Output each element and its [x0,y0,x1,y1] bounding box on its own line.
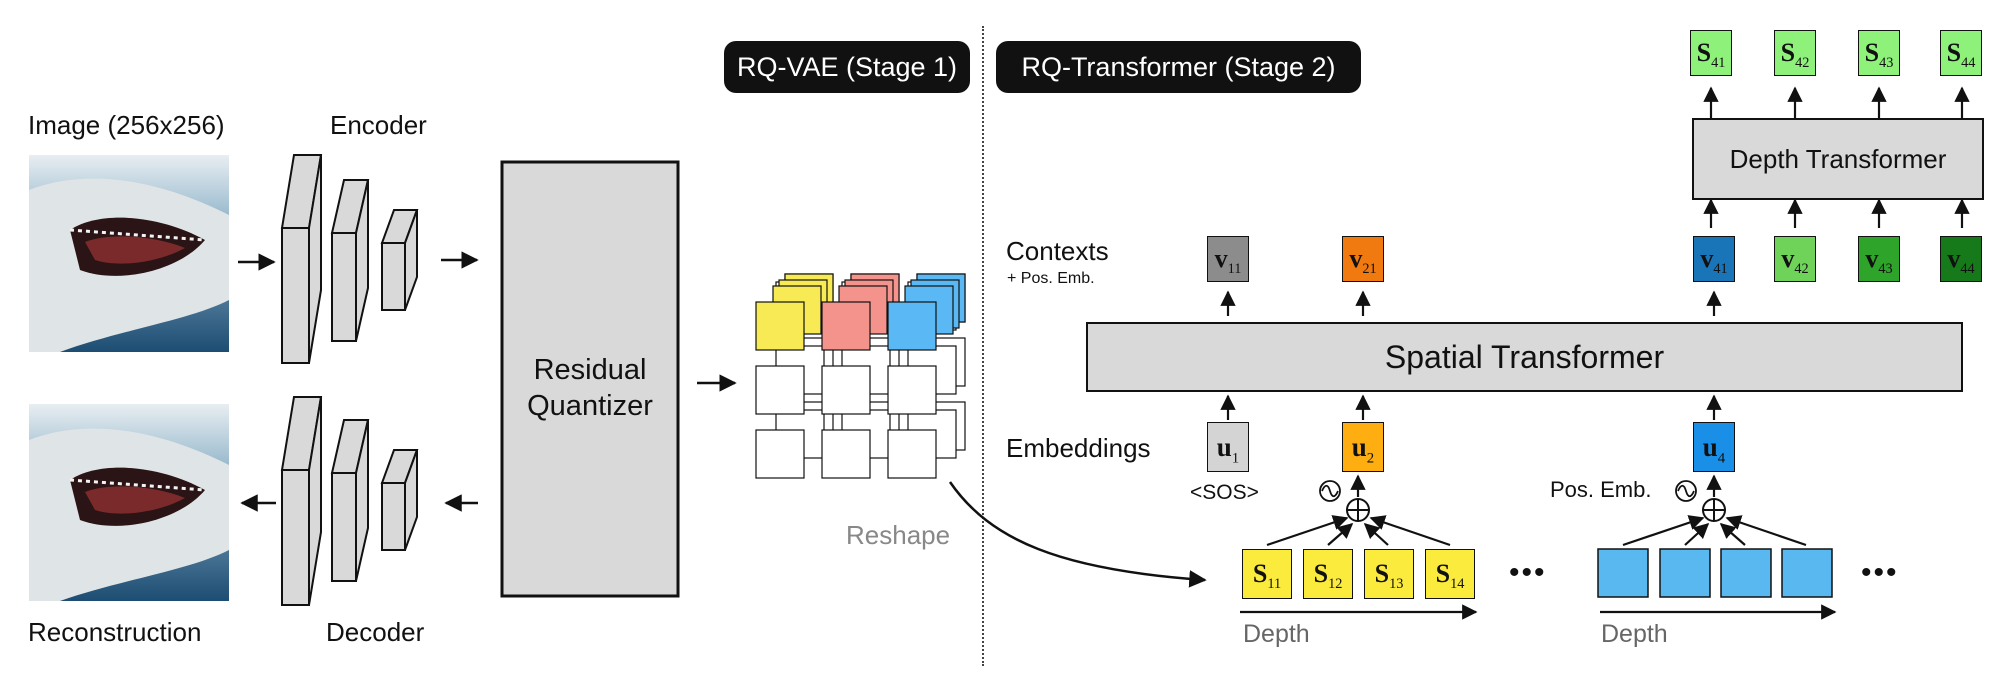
embedding-token: u2 [1342,422,1384,472]
residual-quantizer-box [500,160,680,598]
context-token: v44 [1940,236,1982,282]
encoder-label: Encoder [330,110,427,140]
input-image [29,155,229,352]
code-token: S13 [1364,549,1414,599]
reshape-label: Reshape [846,520,951,550]
encoder-blocks [280,154,419,364]
context-token: v41 [1693,236,1735,282]
plus-symbol [1702,498,1726,522]
pos-emb-note: + Pos. Emb. [1007,270,1095,287]
code-token: S12 [1303,549,1353,599]
output-token: S44 [1940,30,1982,76]
code-token: S14 [1425,549,1475,599]
sine-icon [1675,480,1697,502]
depth-axis-label: Depth [1243,620,1310,648]
embeddings-label: Embeddings [1006,433,1151,463]
reshape-arrow [948,481,1207,588]
plus-symbol [1346,498,1370,522]
code-token: S11 [1242,549,1292,599]
embedding-token: u4 [1693,422,1735,472]
stage1-tag: RQ-VAE (Stage 1) [724,41,970,93]
quantizer-label-line1: Residual [533,354,647,386]
context-token: v42 [1774,236,1816,282]
contexts-label: Contexts [1006,236,1109,266]
context-token: v43 [1858,236,1900,282]
sine-icon [1319,480,1341,502]
spatial-transformer-box: Spatial Transformer [1086,322,1963,392]
embedding-token: u1 [1207,422,1249,472]
reconstruction-label: Reconstruction [28,617,202,647]
decoder-blocks [280,396,419,606]
code-cube [755,273,966,479]
output-token: S42 [1774,30,1816,76]
quantizer-label-line2: Quantizer [527,390,653,422]
output-token: S43 [1858,30,1900,76]
ellipsis: ••• [1861,556,1899,589]
image-label: Image (256x256) [28,110,225,140]
decoder-label: Decoder [326,617,425,647]
ellipsis: ••• [1509,556,1547,589]
depth-transformer-box: Depth Transformer [1692,118,1984,200]
output-token: S41 [1690,30,1732,76]
stage2-tag: RQ-Transformer (Stage 2) [996,41,1361,93]
context-token: v11 [1207,236,1249,282]
code-blocks-group2 [1597,548,1833,598]
reconstruction-image [29,404,229,601]
depth-axis-label: Depth [1601,620,1668,648]
stage-divider [982,26,984,666]
sos-label: <SOS> [1190,481,1259,504]
context-token: v21 [1342,236,1384,282]
quantizer-label: Residual Quantizer [502,352,678,424]
pos-emb-label: Pos. Emb. [1550,477,1652,502]
